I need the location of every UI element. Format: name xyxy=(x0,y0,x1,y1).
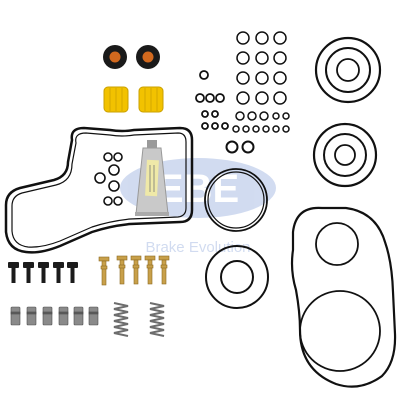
grease-tube xyxy=(135,140,169,216)
watermark-tagline: Brake Evolution xyxy=(145,239,250,256)
small-o-rings xyxy=(195,70,229,130)
large-o-rings xyxy=(204,168,269,309)
double-gasket xyxy=(290,206,397,388)
springs xyxy=(113,302,165,337)
gasket-small-rings xyxy=(94,152,123,206)
steel-plungers xyxy=(10,306,99,326)
right-seals xyxy=(312,36,382,188)
lip-seal-center xyxy=(142,51,154,63)
medium-o-rings xyxy=(225,140,255,154)
filters xyxy=(103,86,164,113)
cover-gasket xyxy=(4,126,194,254)
o-ring-grid xyxy=(232,31,290,133)
brass-pins xyxy=(98,255,170,286)
lip-seals xyxy=(103,45,160,69)
lip-seal-center xyxy=(109,51,121,63)
black-bolts xyxy=(8,262,78,283)
